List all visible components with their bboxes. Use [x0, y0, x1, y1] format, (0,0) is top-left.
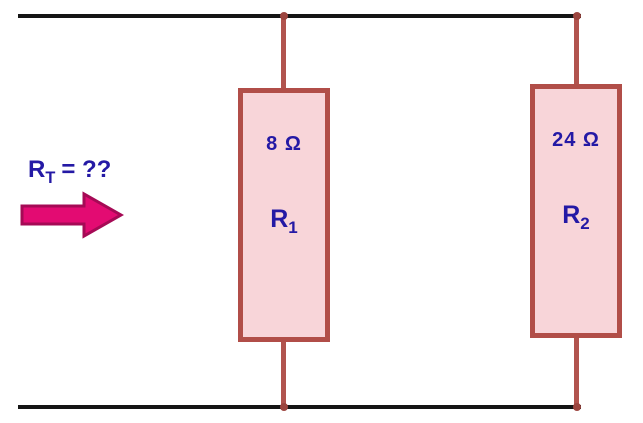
bottom-bus-wire [18, 405, 581, 409]
question-base: R [28, 156, 46, 183]
resistor-r2-label-subscript: 2 [580, 214, 590, 233]
resistor-r2-label-base: R [562, 201, 581, 229]
question-rest: = ?? [61, 156, 112, 183]
resistor-r1-label-subscript: 1 [288, 218, 298, 237]
resistor-r2-label: R2 [535, 201, 617, 234]
resistor-r1-label: R1 [243, 205, 325, 238]
junction-dot-top-r1 [280, 12, 288, 20]
junction-dot-top-r2 [573, 12, 581, 20]
junction-dot-bottom-r2 [573, 403, 581, 411]
right-arrow-icon [20, 191, 124, 239]
total-resistance-question: RT = ?? [28, 156, 112, 188]
junction-dot-bottom-r1 [280, 403, 288, 411]
resistor-r1-label-base: R [270, 205, 289, 233]
top-bus-wire [18, 14, 581, 18]
resistor-r2: 24 Ω R2 [530, 84, 622, 338]
question-subscript: T [45, 168, 56, 187]
resistor-r1-value: 8 Ω [266, 133, 302, 155]
resistor-r1: 8 Ω R1 [238, 88, 330, 342]
resistor-r2-value: 24 Ω [552, 129, 600, 151]
